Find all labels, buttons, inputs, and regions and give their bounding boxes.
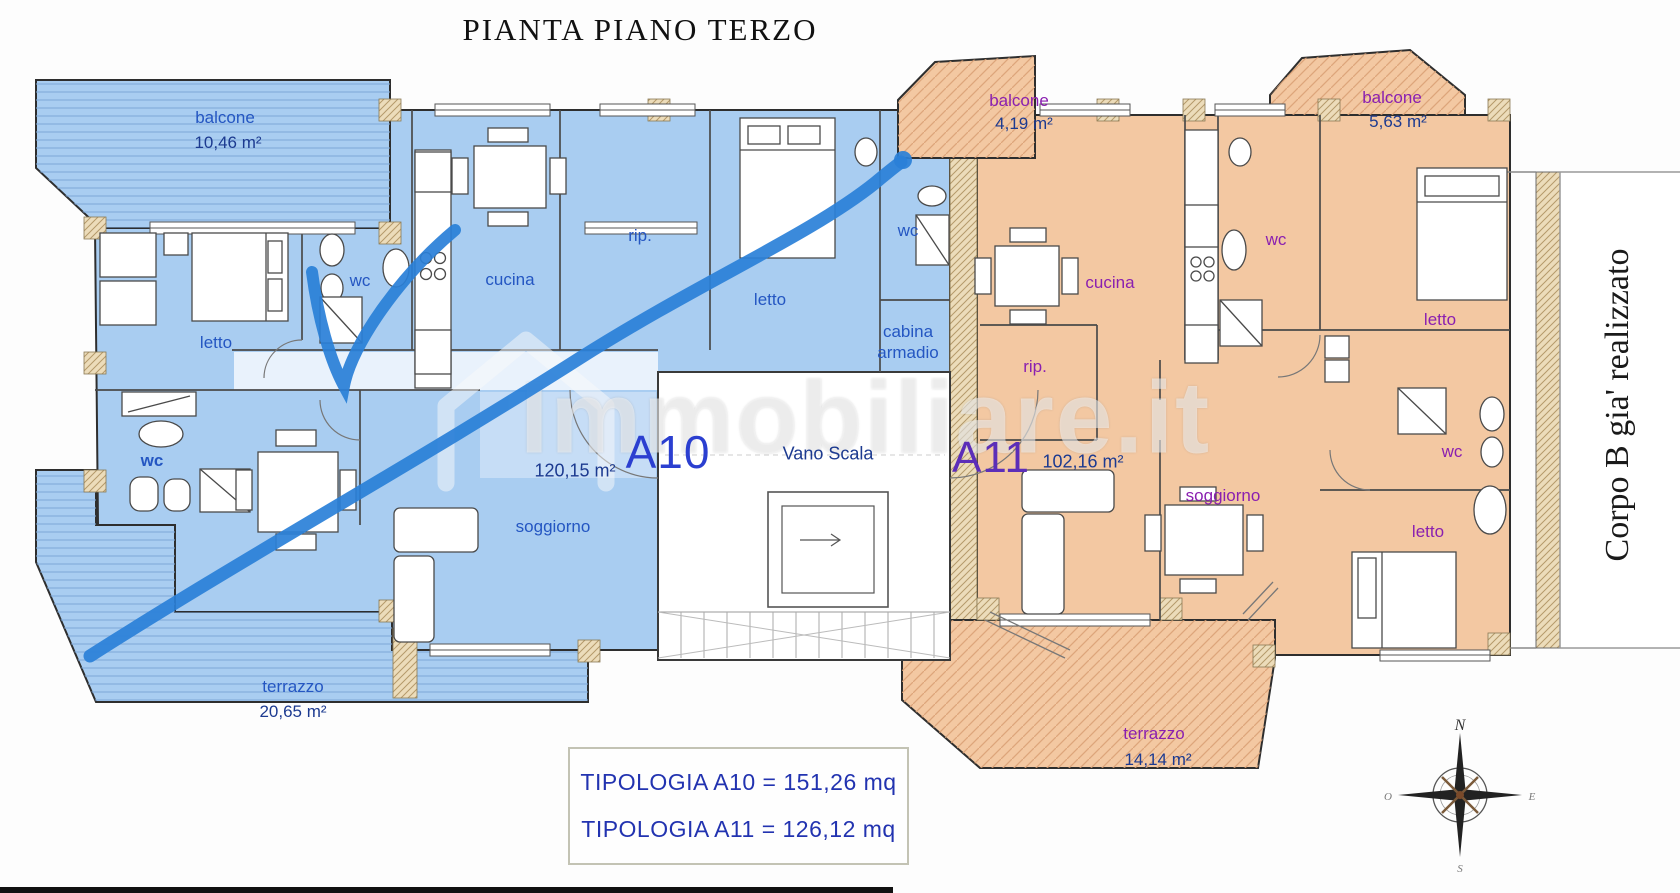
- a10-area: 120,15 m²: [534, 460, 616, 481]
- stairwell-label: Vano Scala: [782, 443, 874, 464]
- a11-balcone1-area: 4,19 m²: [995, 114, 1053, 133]
- compass-rose: N O E S: [1384, 717, 1536, 875]
- a11-cucina-label: cucina: [1085, 273, 1135, 292]
- a10-soggiorno-label: soggiorno: [515, 517, 591, 536]
- a10-code: A10: [625, 426, 711, 478]
- compass-north-label: N: [1454, 717, 1467, 734]
- a10-cabina-label: cabina armadio: [877, 321, 939, 362]
- a11-wc2-label: wc: [1441, 442, 1463, 461]
- compass-south-label: S: [1457, 863, 1463, 875]
- a11-wc1-label: wc: [1265, 230, 1287, 249]
- stairwell-structure: [657, 371, 951, 661]
- a11-area: 102,16 m²: [1042, 451, 1124, 472]
- a10-rip-label: rip.: [628, 226, 652, 245]
- a10-wc1-label: wc: [349, 271, 371, 290]
- tipologia-legend-box: TIPOLOGIA A10 = 151,26 mq TIPOLOGIA A11 …: [568, 747, 909, 865]
- a11-balcone1-label: balcone: [989, 91, 1049, 110]
- furniture-a11: [974, 129, 1508, 659]
- tipologia-a11-line: TIPOLOGIA A11 = 126,12 mq: [581, 816, 896, 842]
- a10-terrazzo-label: terrazzo: [262, 677, 324, 696]
- a11-letto2-label: letto: [1411, 522, 1445, 541]
- a10-balcone-label: balcone: [195, 108, 255, 127]
- a11-terrazzo-label: terrazzo: [1123, 724, 1185, 743]
- a11-balcone2-area: 5,63 m²: [1369, 112, 1427, 131]
- compass-west-label: O: [1384, 791, 1392, 803]
- a10-cucina-label: cucina: [485, 270, 535, 289]
- a11-rip-label: rip.: [1023, 357, 1047, 376]
- a11-soggiorno-label: soggiorno: [1185, 486, 1261, 505]
- a10-terrazzo-area: 20,65 m²: [259, 702, 327, 721]
- a10-balcone-area: 10,46 m²: [194, 133, 262, 152]
- a11-balcone2-label: balcone: [1362, 88, 1422, 107]
- corpo-b-label: Corpo B gia' realizzato: [1599, 248, 1636, 562]
- tipologia-a10-line: TIPOLOGIA A10 = 151,26 mq: [580, 769, 897, 795]
- bottom-edge-bar: [0, 887, 893, 893]
- corpo-b-structure: [1490, 171, 1680, 649]
- a11-letto1-label: letto: [1423, 310, 1457, 329]
- page-title: PIANTA PIANO TERZO: [462, 12, 818, 47]
- compass-east-label: E: [1528, 791, 1536, 803]
- a10-wc3-label: wc: [140, 451, 164, 470]
- a11-terrazzo-area: 14,14 m²: [1124, 750, 1192, 769]
- a11-code: A11: [951, 433, 1031, 482]
- a10-letto2-label: letto: [753, 290, 787, 309]
- a10-wc2-label: wc: [897, 221, 919, 240]
- a10-letto1-label: letto: [199, 333, 233, 352]
